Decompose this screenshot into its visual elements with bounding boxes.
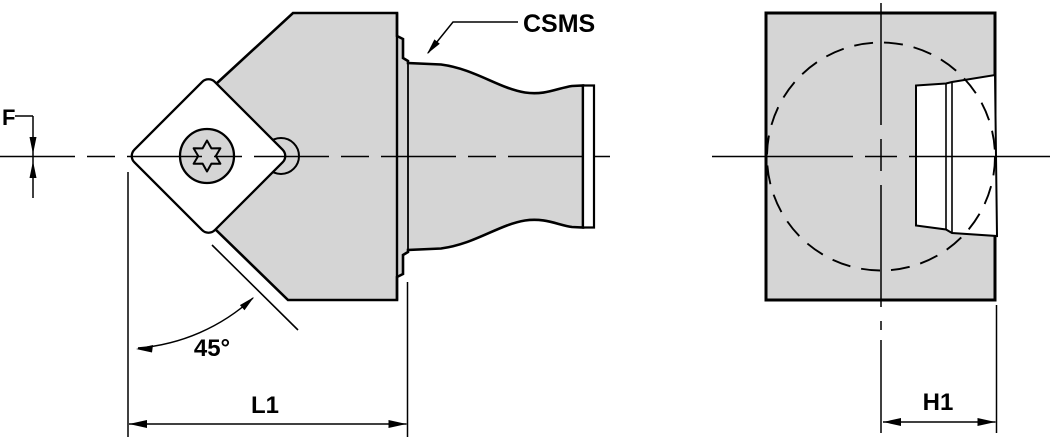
f-arrow-down (29, 137, 37, 154)
csms-leader-line (427, 21, 518, 54)
f-dim-label: F (2, 105, 15, 130)
h1-arrow-left (883, 418, 901, 426)
end-view-insert (915, 73, 999, 238)
l1-arrow-left (129, 420, 147, 428)
callout-csms: CSMS (427, 10, 595, 54)
l1-dim-label: L1 (251, 392, 279, 419)
side-view: F CSMS 45° L1 (0, 10, 610, 437)
dimension-angle-45: 45° (136, 244, 299, 362)
h1-dim-label: H1 (923, 389, 954, 416)
dimension-l1: L1 (127, 172, 409, 437)
torx-drive-icon (192, 139, 222, 173)
csms-label: CSMS (523, 10, 595, 38)
h1-arrow-right (977, 418, 996, 426)
angle-arc-arrow-left (136, 345, 153, 353)
l1-arrow-right (388, 420, 407, 428)
csms-arrowhead (427, 39, 440, 54)
end-view-insert-outline (915, 73, 999, 238)
dimension-h1: H1 (880, 305, 998, 433)
shank-end-cap (581, 84, 596, 229)
angle-dim-label: 45° (194, 335, 230, 362)
dimension-f: F (2, 105, 37, 198)
angle-reference-line (211, 244, 299, 331)
end-view: H1 (712, 3, 1050, 433)
angle-arc-arrow-right (239, 297, 254, 311)
f-arrow-up (29, 161, 37, 178)
